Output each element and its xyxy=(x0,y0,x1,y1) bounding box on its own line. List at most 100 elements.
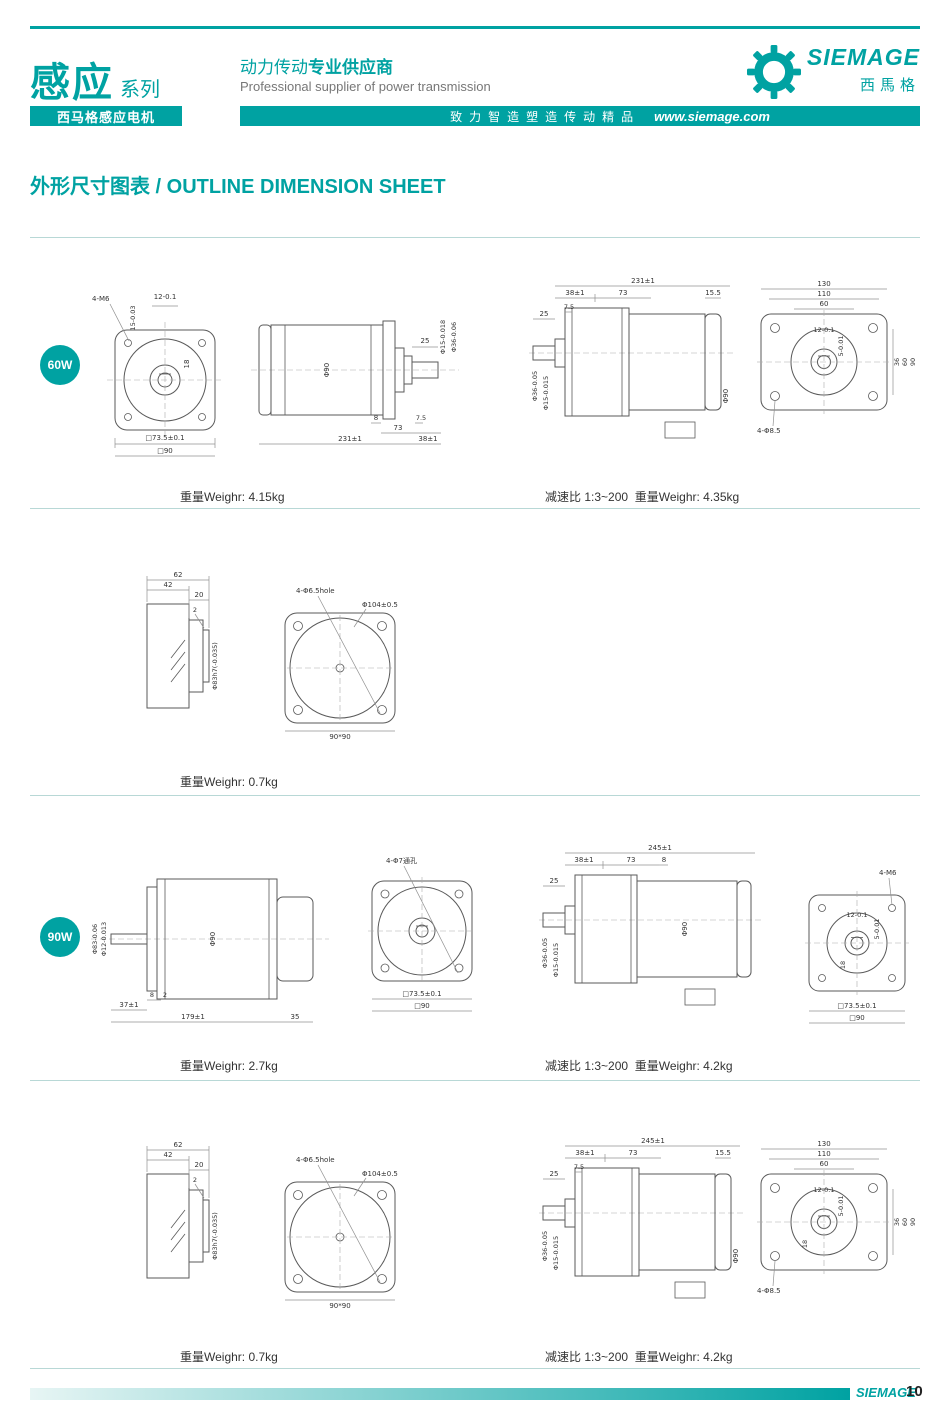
dim-label: 60 xyxy=(820,300,829,308)
gearmotor-side-outline xyxy=(529,307,735,439)
section-60w: 60W 4-M6 12-0.1 15-0.03 18 □73.5 xyxy=(30,240,920,508)
ratio-weight-label-60w: 减速比 1:3~200 重量Weighr: 4.35kg xyxy=(545,490,740,504)
drawing-60w-gearbox-front: 130 110 60 36 60 90 12-0.1 5-0.01 4-Φ8.5 xyxy=(757,280,917,435)
gearbox-front-outline xyxy=(757,310,891,414)
dim-label: 42 xyxy=(164,581,173,589)
section-divider xyxy=(30,1368,920,1369)
motor-front-outline xyxy=(107,322,223,438)
dim-label: Φ15-0.015 xyxy=(552,1236,560,1270)
tagline-en: Professional supplier of power transmiss… xyxy=(240,79,491,94)
dim-label: 8 xyxy=(374,414,378,422)
slogan-text: 致力智造塑造传动精品 xyxy=(450,109,641,124)
dim-label: 18 xyxy=(183,360,191,369)
dimension-lines xyxy=(285,595,395,732)
series-title: 感应系列 xyxy=(30,50,160,108)
dim-label: Φ83h7(-0.035) xyxy=(211,642,219,690)
dim-label: □90 xyxy=(414,1002,430,1010)
drawing-fan-front: 4-Φ6.5hole Φ104±0.5 90*90 xyxy=(284,587,398,741)
dim-label: 4-Φ6.5hole xyxy=(296,587,335,595)
dimension-lines xyxy=(111,999,313,1023)
tagline-normal: 动力传动 xyxy=(240,58,308,77)
page-number: 10 xyxy=(906,1383,923,1400)
drawing-60w-gearmotor-side: 231±1 38±1 73 15.5 7.5 25 Φ36-0.05 Φ15-0… xyxy=(529,277,735,439)
dim-label: □90 xyxy=(157,447,173,455)
dim-label: Φ12-0.013 xyxy=(100,922,108,956)
dim-label: 15.5 xyxy=(705,289,721,297)
dim-label: □73.5±0.1 xyxy=(402,990,441,998)
dim-label: 38±1 xyxy=(574,856,593,864)
drawing-90w-motor-side: Φ83-0.06 Φ12-0.013 Φ90 2 37±1 8 179±1 35 xyxy=(91,878,329,1023)
dim-label: 15-0.03 xyxy=(129,305,137,330)
weight-label-fan: 重量Weighr: 0.7kg xyxy=(180,775,278,789)
dim-label: 8 xyxy=(662,856,666,864)
website-link[interactable]: www.siemage.com xyxy=(654,108,770,124)
dim-label: 73 xyxy=(619,289,628,297)
brand-name: SIEMAGE xyxy=(806,44,920,70)
dim-label: 38±1 xyxy=(575,1149,594,1157)
badge-90w: 90W xyxy=(40,917,80,957)
gearbox-front-outline xyxy=(805,891,909,995)
drawing-90w-gearmotor-side: 245±1 38±1 73 8 25 Φ36-0.05 Φ15-0.015 Φ9… xyxy=(539,844,761,1006)
motor-side-outline xyxy=(91,878,329,1000)
weight-label-90w: 重量Weighr: 2.7kg xyxy=(180,1059,278,1073)
dim-label: 5-0.01 xyxy=(873,919,881,940)
dimension-lines xyxy=(372,865,472,1012)
dimension-lines xyxy=(146,1146,210,1199)
ratio-weight-label-90w: 减速比 1:3~200 重量Weighr: 4.2kg xyxy=(545,1059,733,1073)
dim-label: Φ36-0.05 xyxy=(531,371,539,401)
drawing-90w-motor-front: 4-Φ7通孔 □73.5±0.1 □90 xyxy=(368,856,476,1012)
series-title-cn: 感应 xyxy=(30,61,114,105)
gearbox-front-outline xyxy=(757,1170,891,1274)
dim-label: 130 xyxy=(817,1140,830,1148)
dimension-lines xyxy=(543,1145,740,1180)
dim-label: 35 xyxy=(291,1013,300,1021)
dim-label: 60 xyxy=(901,358,909,366)
dim-label: 5-0.01 xyxy=(837,336,845,357)
dimension-lines xyxy=(809,877,905,1024)
footer-brand: SIEMAGE xyxy=(856,1385,916,1400)
dimension-lines xyxy=(761,288,894,427)
dim-label: Φ90 xyxy=(323,363,331,377)
dim-label: 7.5 xyxy=(416,414,426,422)
dim-label: 5-0.01 xyxy=(837,1196,845,1217)
dim-label: Φ90 xyxy=(209,932,217,946)
tagline: 动力传动专业供应商 xyxy=(240,53,393,78)
dim-label: □73.5±0.1 xyxy=(837,1002,876,1010)
dim-label: 4-Φ7通孔 xyxy=(386,856,417,865)
badge-60w: 60W xyxy=(40,345,80,385)
dim-label: 73 xyxy=(629,1149,638,1157)
dim-label: 12-0.1 xyxy=(154,293,177,301)
dim-label: 2 xyxy=(163,991,167,999)
dimension-lines xyxy=(761,1148,894,1287)
dimension-lines xyxy=(146,576,210,629)
dim-label: 90 xyxy=(909,358,917,366)
dim-label: 62 xyxy=(174,1141,183,1149)
motor-side-outline xyxy=(251,320,459,420)
dim-label: 245±1 xyxy=(648,844,672,852)
dim-label: Φ36-0.05 xyxy=(541,1231,549,1261)
dim-label: 179±1 xyxy=(181,1013,205,1021)
dim-label: 110 xyxy=(817,290,830,298)
dim-label: Φ90 xyxy=(722,389,730,403)
drawing-fan-side: 62 42 20 2 Φ83h7(-0.035) xyxy=(146,571,219,709)
gear-icon xyxy=(746,45,801,99)
dim-label: Φ83-0.06 xyxy=(91,924,99,954)
dim-label: 7.5 xyxy=(574,1163,584,1171)
weight-label-fan-bottom: 重量Weighr: 0.7kg xyxy=(180,1350,278,1364)
dim-label: 15.5 xyxy=(715,1149,731,1157)
dim-label: Φ36-0.05 xyxy=(541,938,549,968)
fan-side-outline xyxy=(146,1173,210,1279)
dim-label: 4-Φ8.5 xyxy=(757,1287,781,1295)
motor-front-outline xyxy=(368,877,476,985)
section-divider xyxy=(30,237,920,238)
drawing-gearbox-front-130: 130 110 60 18 36 60 90 12-0.1 5-0.01 4-Φ… xyxy=(757,1140,917,1295)
dim-label: 18 xyxy=(839,961,847,969)
dim-label: 4-Φ6.5hole xyxy=(296,1156,335,1164)
brand-logo-text: SIEMAGE 西馬格 xyxy=(807,44,920,95)
dim-label: 60 xyxy=(901,1218,909,1226)
weight-label-60w: 重量Weighr: 4.15kg xyxy=(180,490,285,504)
dim-label: Φ15-0.018 xyxy=(439,320,447,354)
dim-label: 20 xyxy=(195,591,204,599)
dim-label: □73.5±0.1 xyxy=(145,434,184,442)
dim-label: 73 xyxy=(627,856,636,864)
